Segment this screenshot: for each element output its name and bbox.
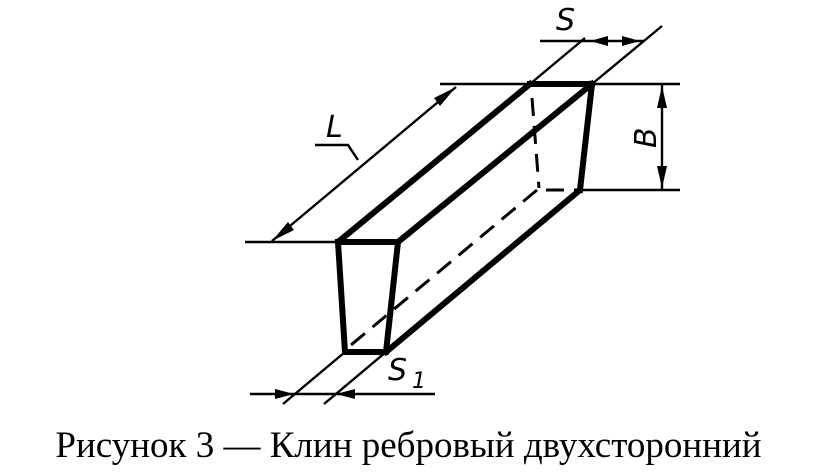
- label-S1: S: [388, 353, 407, 388]
- arrow-B-bottom: [657, 166, 667, 188]
- back-right-edge: [576, 80, 596, 194]
- bottom-right-edge: [381, 185, 585, 357]
- label-S1-subscript: 1: [412, 369, 426, 394]
- arrow-S-left: [590, 36, 608, 46]
- top-left-edge: [333, 79, 535, 247]
- extension-line-S-left: [529, 37, 586, 85]
- dimension-lines: L B S S 1: [245, 3, 680, 405]
- leader-L: [315, 143, 359, 161]
- dimension-L: [271, 86, 457, 242]
- hidden-bottom-left-edge: [344, 188, 538, 352]
- label-S: S: [556, 3, 575, 38]
- label-L: L: [326, 110, 343, 145]
- extension-line-S1-right: [323, 351, 387, 405]
- arrow-S1-left: [275, 389, 294, 399]
- extension-line-S1-left: [282, 351, 346, 405]
- arrow-S-right: [622, 36, 640, 46]
- wedge-body: [333, 79, 597, 357]
- extension-line-S-right: [591, 25, 663, 85]
- top-right-edge: [393, 79, 597, 247]
- arrow-L-upper: [434, 87, 456, 106]
- hidden-edges: [344, 97, 578, 352]
- label-B: B: [629, 127, 664, 148]
- arrow-L-lower: [272, 222, 294, 241]
- wedge-drawing: L B S S 1: [245, 3, 680, 405]
- hidden-back-left-edge: [530, 97, 541, 189]
- front-face: [334, 239, 402, 355]
- figure-caption: Рисунок 3 — Клин ребровый двухсторонний: [55, 425, 762, 466]
- arrow-S1-right: [336, 389, 355, 399]
- arrow-B-top: [657, 86, 667, 108]
